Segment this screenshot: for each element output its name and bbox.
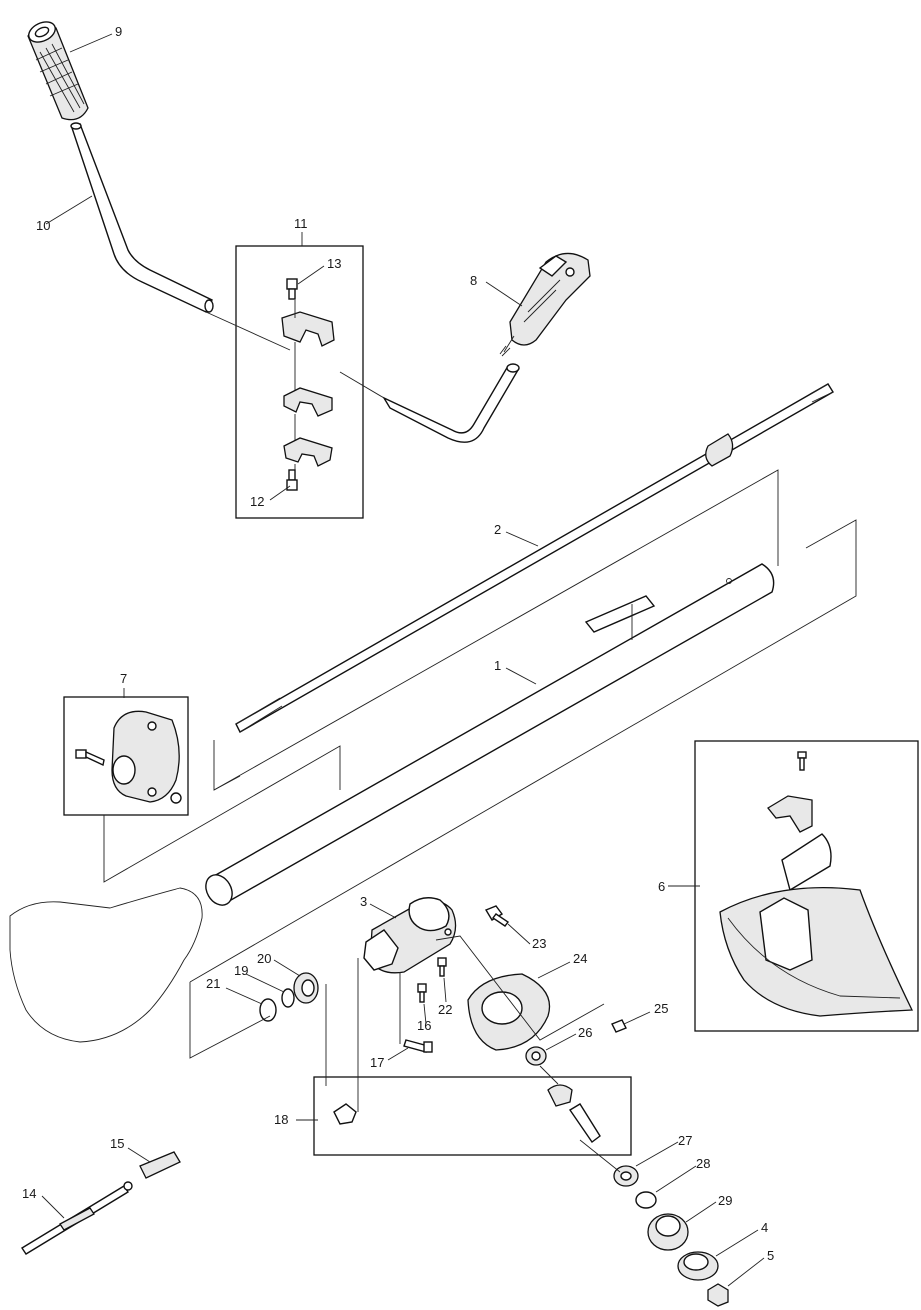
part-11-clamp-box [235,245,364,519]
label-2: 2 [494,522,501,537]
label-9: 9 [115,24,122,39]
label-16: 16 [417,1018,431,1033]
label-7: 7 [120,671,127,686]
label-14: 14 [22,1186,36,1201]
part-14-flex-shaft [21,1181,133,1255]
assembly-lines [103,311,857,1173]
label-13: 13 [327,256,341,271]
part-6-guard-box [694,740,919,1032]
label-19: 19 [234,963,248,978]
label-11: 11 [294,216,308,231]
leader-lines [41,33,765,1287]
part-28-ring [635,1191,657,1209]
label-27: 27 [678,1133,692,1148]
label-1: 1 [494,658,501,673]
part-17-bolt [403,1039,433,1053]
label-20: 20 [257,951,271,966]
label-6: 6 [658,879,665,894]
label-17: 17 [370,1055,384,1070]
part-27-washer [613,1165,639,1187]
label-21: 21 [206,976,220,991]
label-18: 18 [274,1112,288,1127]
part-19-washer [281,988,295,1008]
part-18-spindle-box [313,1076,632,1156]
part-5-nut [707,1283,729,1307]
engine-outline [9,887,203,1043]
part-26-nut [525,1046,547,1066]
label-24: 24 [573,951,587,966]
label-22: 22 [438,1002,452,1017]
label-4: 4 [761,1220,768,1235]
part-25-screw [611,1019,627,1033]
part-10-handle-bar [70,122,214,313]
part-20-bearing [293,972,319,1004]
label-15: 15 [110,1136,124,1151]
part-7-bracket-box [63,696,189,816]
part-24-cover [467,973,551,1051]
part-16-screw [417,983,427,1003]
label-8: 8 [470,273,477,288]
part-1-shaft-tube [205,563,775,906]
part-22-screw [437,957,447,977]
part-29-holder [647,1213,689,1251]
label-25: 25 [654,1001,668,1016]
label-23: 23 [532,936,546,951]
label-10: 10 [36,218,50,233]
label-12: 12 [250,494,264,509]
part-4-cup [677,1251,719,1281]
label-5: 5 [767,1248,774,1263]
handle-bar-right [382,363,520,443]
part-labels: 9 10 11 13 12 8 2 1 7 6 3 23 24 25 26 22… [22,24,774,1263]
part-8-throttle-grip [499,252,591,357]
part-3-gear-head [363,897,457,974]
part-23-bolt [484,905,510,927]
label-26: 26 [578,1025,592,1040]
part-2-drive-shaft [235,383,834,733]
label-3: 3 [360,894,367,909]
label-29: 29 [718,1193,732,1208]
label-28: 28 [696,1156,710,1171]
part-15-sleeve [139,1151,181,1179]
part-9-grip [27,21,89,121]
part-21-circlip [259,998,277,1022]
